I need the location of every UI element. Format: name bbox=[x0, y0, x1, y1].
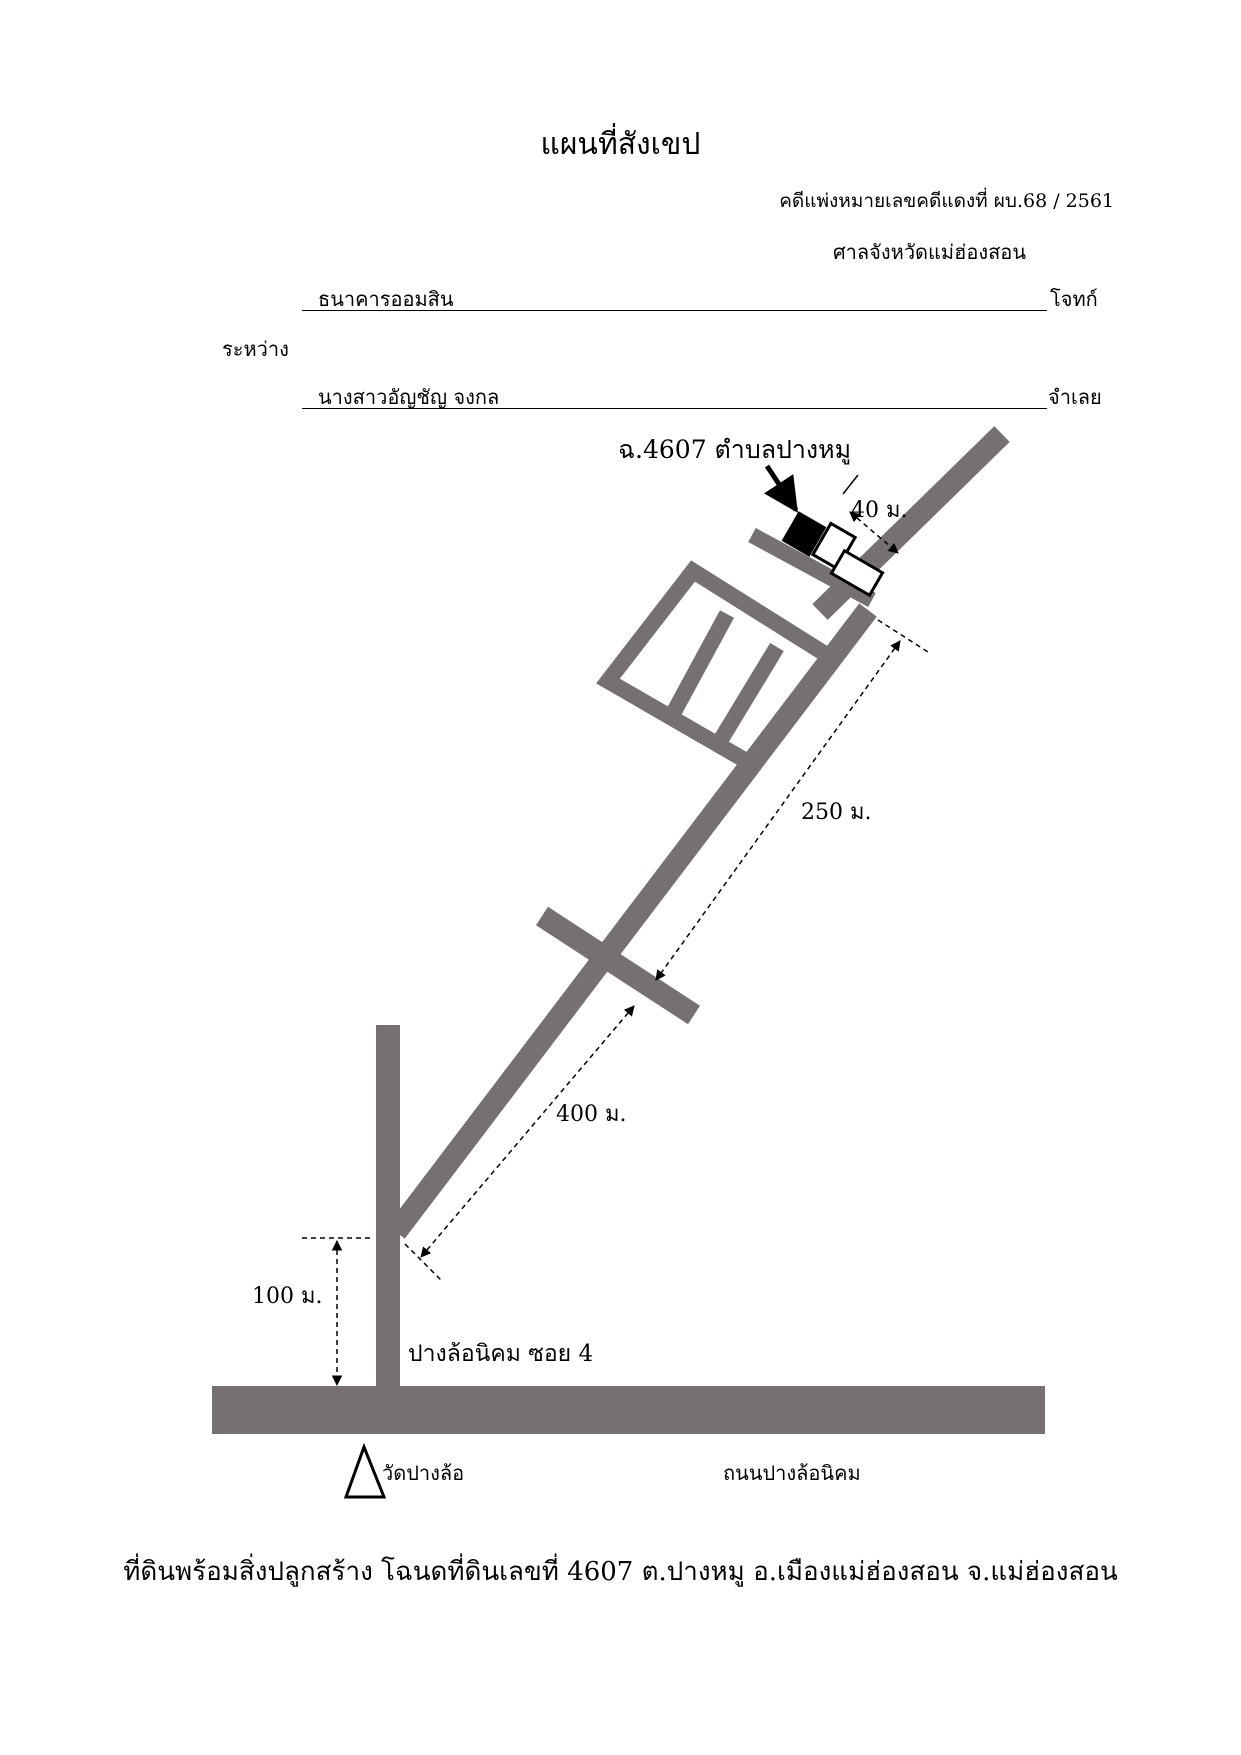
between-label: ระหว่าง bbox=[222, 337, 289, 361]
plaintiff-name: ธนาคารออมสิน bbox=[318, 287, 454, 311]
parcel-plot-outline bbox=[829, 548, 885, 598]
branch-road-top bbox=[748, 527, 876, 608]
dim-arrow-250 bbox=[655, 640, 901, 981]
map-labels: ฉ.4607 ตำบลปางหมู 40 ม. 250 ม. 400 ม. 10… bbox=[252, 435, 907, 1485]
soi-label: ปางล้อนิคม ซอย 4 bbox=[408, 1341, 593, 1367]
temple-triangle-icon bbox=[343, 1442, 387, 1499]
tick-400-bottom bbox=[404, 1243, 443, 1282]
case-number: คดีแพ่งหมายเลขคดีแดงที่ ผบ.68 / 2561 bbox=[779, 190, 1114, 212]
dist-40-label: 40 ม. bbox=[851, 498, 907, 523]
main-road-label: ถนนปางล้อนิคม bbox=[723, 1461, 861, 1485]
cross-road bbox=[535, 906, 701, 1025]
defendant-name: นางสาวอัญชัญ จงกล bbox=[318, 385, 500, 409]
dim-arrow-40 bbox=[849, 511, 899, 554]
page-title: แผนที่สังเขป bbox=[540, 127, 701, 162]
plaintiff-role: โจทก์ bbox=[1050, 287, 1098, 311]
map-caption: ที่ดินพร้อมสิ่งปลูกสร้าง โฉนดที่ดินเลขที… bbox=[123, 1557, 1118, 1587]
temple-label: วัดปางล้อ bbox=[382, 1461, 464, 1485]
parcel-pointer-arrow bbox=[764, 464, 799, 513]
dimension-lines bbox=[302, 474, 929, 1387]
defendant-underline bbox=[302, 408, 1047, 409]
subdivision-divider-1 bbox=[661, 610, 735, 725]
dim-arrow-400 bbox=[420, 1005, 635, 1258]
dist-250-label: 250 ม. bbox=[801, 800, 871, 825]
plaintiff-underline bbox=[302, 310, 1047, 311]
tick-40-start bbox=[842, 474, 859, 495]
parcel-building-filled bbox=[781, 511, 827, 557]
defendant-role: จำเลย bbox=[1048, 385, 1102, 409]
dist-100-label: 100 ม. bbox=[252, 1284, 322, 1309]
tick-250-top bbox=[877, 619, 929, 653]
dist-400-label: 400 ม. bbox=[556, 1102, 626, 1127]
court-name: ศาลจังหวัดแม่ฮ่องสอน bbox=[832, 240, 1026, 264]
parcel-label: ฉ.4607 ตำบลปางหมู bbox=[618, 435, 851, 465]
parcel bbox=[764, 464, 885, 598]
